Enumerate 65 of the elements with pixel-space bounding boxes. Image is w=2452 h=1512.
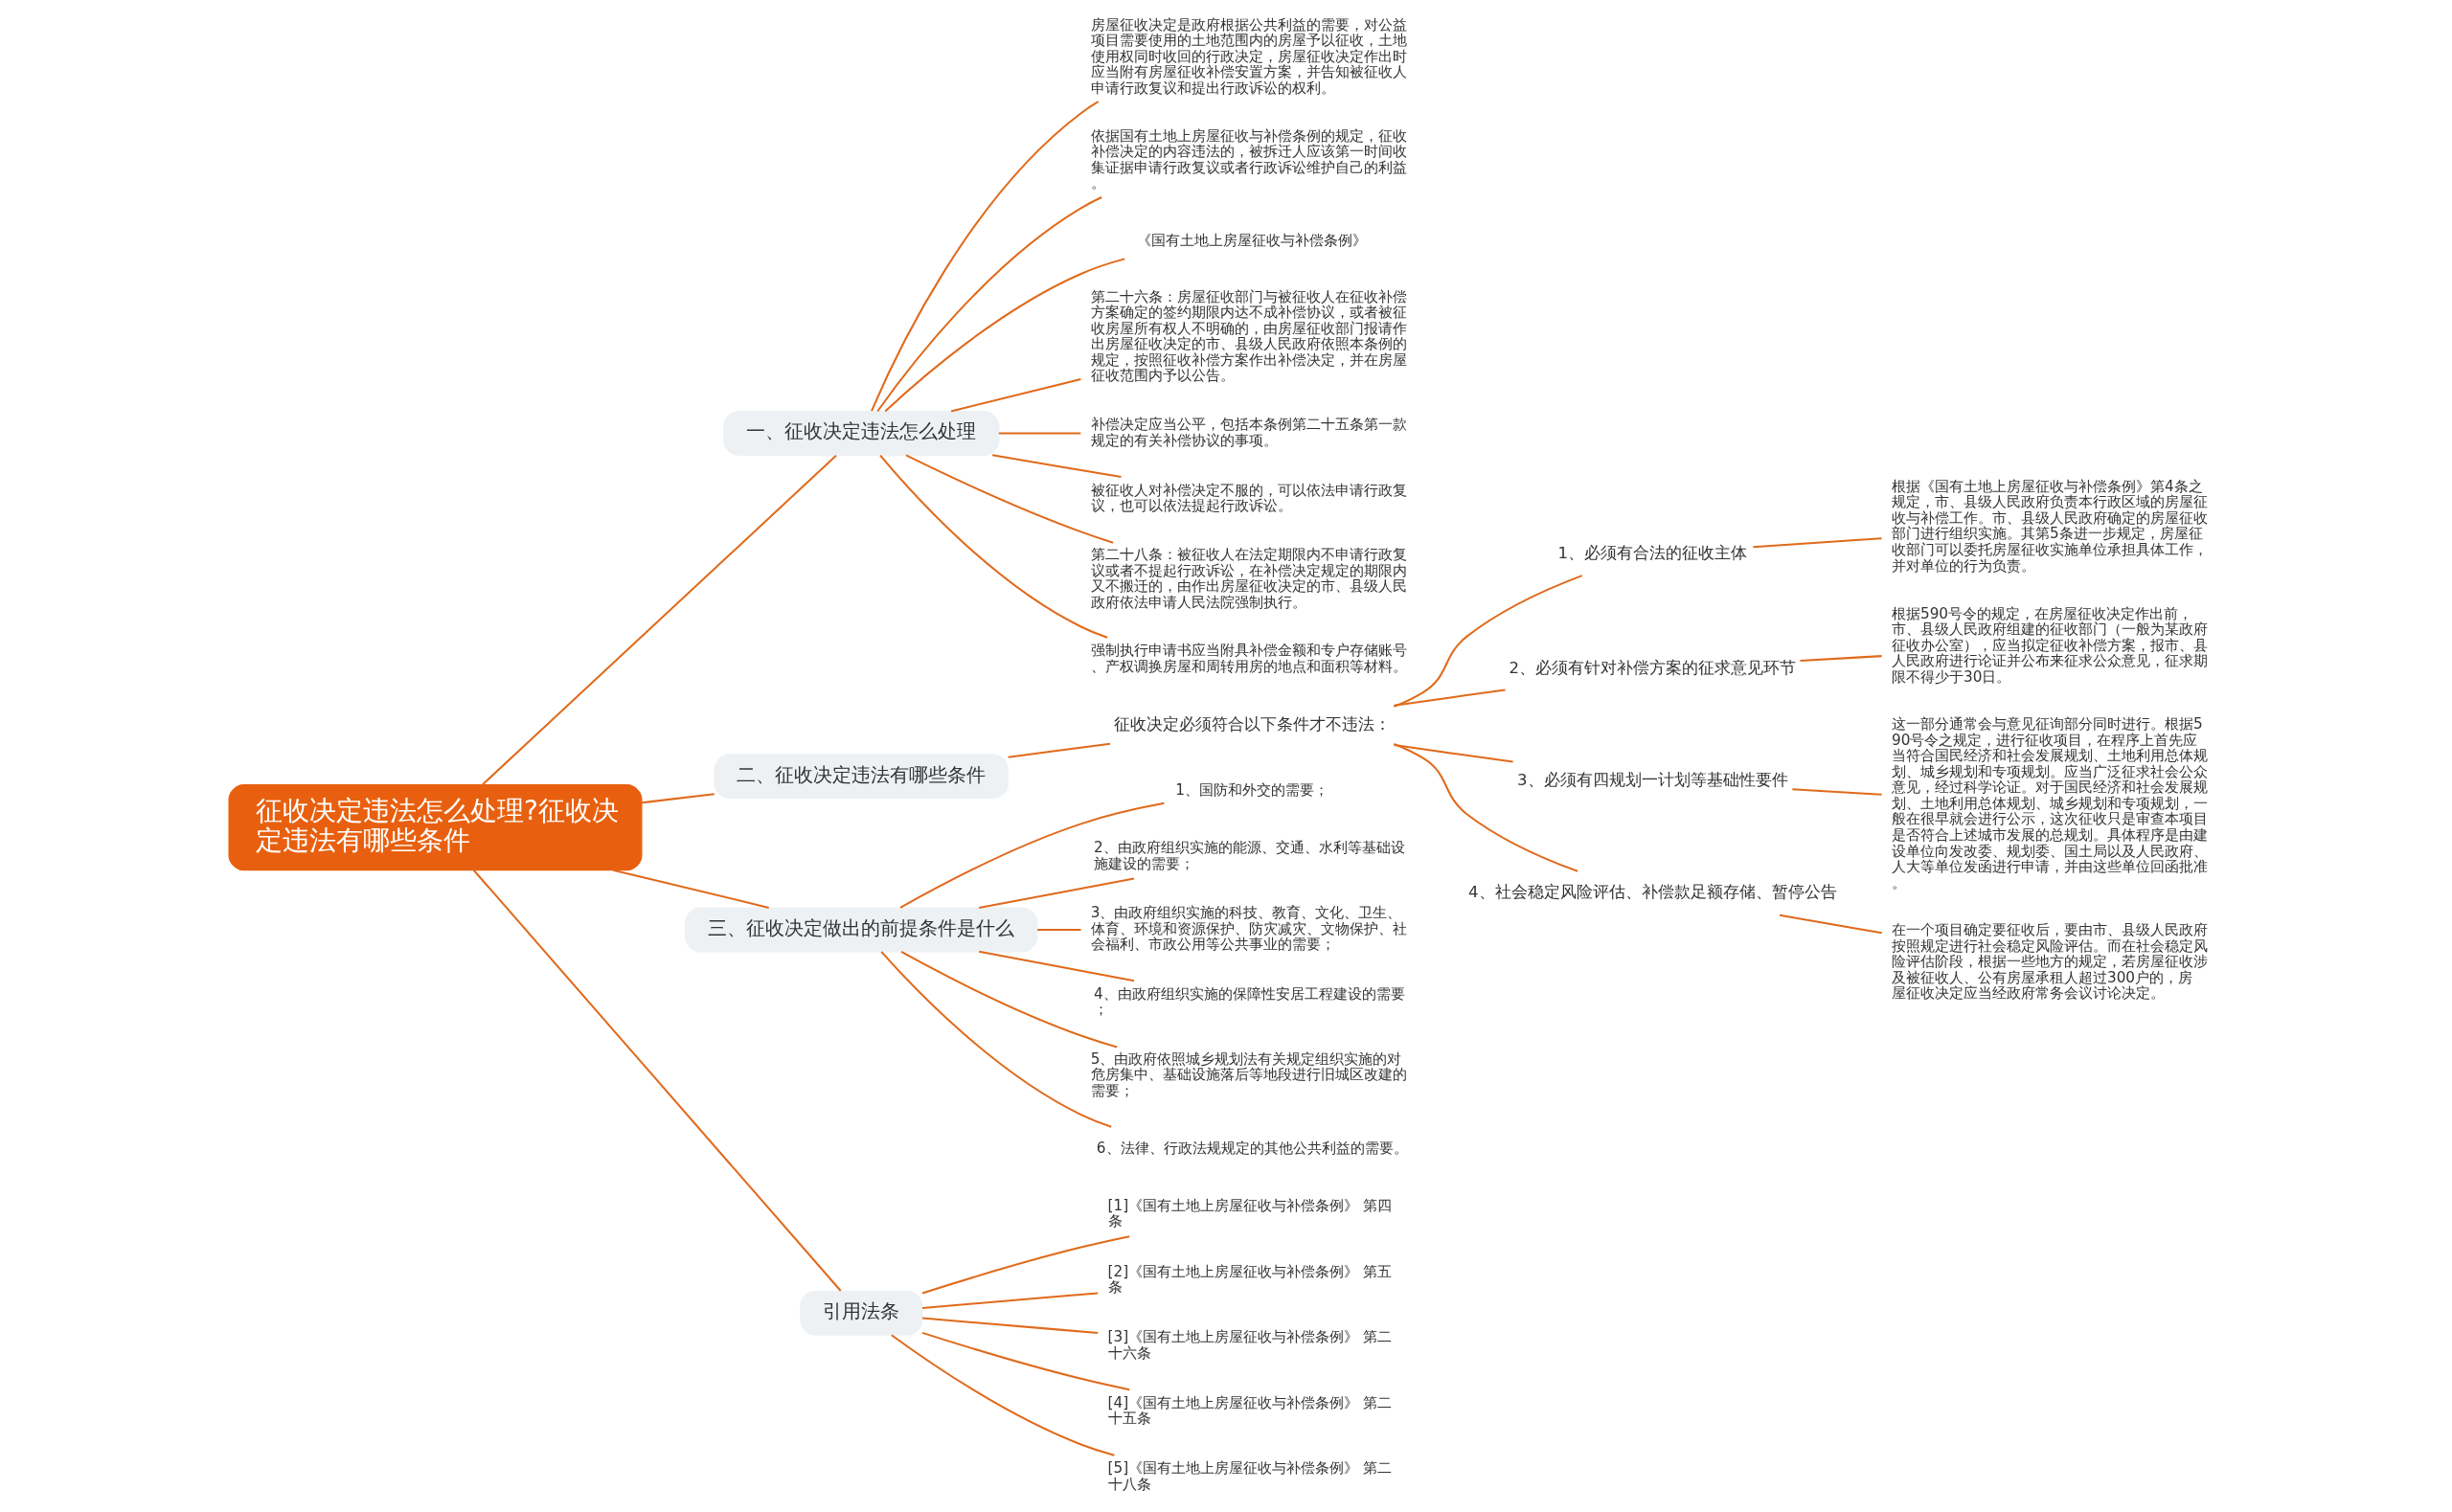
- connector: [921, 1331, 1129, 1391]
- node-text: 4、由政府组织实施的保障性安居工程建设的需要；: [1093, 984, 1405, 1019]
- node-box: 二、征收决定违法有哪些条件: [714, 754, 1009, 800]
- connector: [1752, 537, 1882, 549]
- connector: [1393, 575, 1582, 708]
- node-text: [1]《国有土地上房屋征收与补偿条例》 第四条: [1107, 1196, 1392, 1230]
- connector: [870, 101, 1099, 412]
- node-text: 4、社会稳定风险评估、补偿款足额存储、暂停公告: [1467, 883, 1837, 902]
- connector: [481, 454, 837, 786]
- node-text: 3、必须有四规划一计划等基础性要件: [1516, 771, 1788, 790]
- connector: [998, 432, 1080, 435]
- connector: [950, 378, 1081, 413]
- node-text: [4]《国有土地上房屋征收与补偿条例》 第二十五条: [1107, 1393, 1392, 1428]
- node-text: 1、必须有合法的征收主体: [1557, 543, 1747, 562]
- node-text: [5]《国有土地上房屋征收与补偿条例》 第二十八条: [1107, 1459, 1392, 1493]
- node-text: [3]《国有土地上房屋征收与补偿条例》 第二十六条: [1107, 1328, 1392, 1362]
- connector: [1008, 742, 1110, 758]
- node-text: 补偿决定应当公平，包括本条例第二十五条第一款规定的有关补偿协议的事项。: [1090, 416, 1407, 449]
- connector: [884, 258, 1124, 413]
- node-text: 征收决定必须符合以下条件才不违法：: [1113, 714, 1391, 733]
- connector: [905, 454, 1113, 544]
- node-text: [2]《国有土地上房屋征收与补偿条例》 第五条: [1107, 1262, 1392, 1297]
- connector: [879, 951, 1112, 1128]
- connector: [921, 1235, 1129, 1295]
- connector: [899, 801, 1165, 909]
- node-text: 根据590号令的规定，在房屋征收决定作出前，市、县级人民政府组建的征收部门（一般为某政府征收办公室），应当拟定征收补偿方案，报市、县人民政府进行论证并公布来征求公众意见，征求期限不得少于30日。: [1891, 604, 2208, 686]
- connector: [1393, 744, 1513, 763]
- node-box: 征收决定违法怎么处理?征收决定违法有哪些条件: [227, 784, 642, 871]
- node-box: 一、征收决定违法怎么处理: [722, 410, 999, 456]
- node-text: 2、必须有针对补偿方案的征求意见环节: [1509, 659, 1796, 678]
- node-text: 在一个项目确定要征收后，要由市、县级人民政府按照规定进行社会稳定风险评估。而在社会稳定风险评估阶段，根据一些地方的规定，若房屋征收涉及被征收人、公有房屋承租人超过300户的，房屋征收决定应当经政府常务会议讨论决定。: [1891, 921, 2208, 1003]
- node-text: 2、由政府组织实施的能源、交通、水利等基础设施建设的需要；: [1093, 839, 1405, 872]
- connector: [1791, 788, 1882, 796]
- connector: [612, 869, 769, 909]
- connector: [921, 1292, 1098, 1309]
- connector: [878, 454, 1107, 639]
- node-text: 这一部分通常会与意见征询部分同时进行。根据590号令之规定，进行征收项目，在程序上首先应当符合国民经济和社会发展规划、土地利用总体规划、城乡规划和专项规划。应当广泛征求社会公众意见，经过科学论证。对于国民经济和社会发展规划、土地利用总体规划、城乡规划和专项规划，一般在很早就会进行公示，这次征收只是审查本项目是否符合上述城市发展的总规划。具体程序是由建设单位向发改委、规划委、国土局以及人民政府、人大等单位发函进行申请，并由这些单位回函批准。: [1891, 715, 2208, 891]
- connector: [472, 869, 841, 1292]
- node-text: 根据《国有土地上房屋征收与补偿条例》第4条之规定，市、县级人民政府负责本行政区域的房屋征收与补偿工作。市、县级人民政府确定的房屋征收部门进行组织实施。其第5条进一步规定，房屋征收部门可以委托房屋征收实施单位承担具体工作，并对单位的行为负责。: [1891, 477, 2208, 575]
- connector: [900, 951, 1117, 1049]
- connector: [1779, 914, 1882, 935]
- connector: [991, 454, 1122, 479]
- connector: [1799, 655, 1882, 663]
- node-text: 房屋征收决定是政府根据公共利益的需要，对公益项目需要使用的土地范围内的房屋予以征收，土地使用权同时收回的行政决定，房屋征收决定作出时应当附有房屋征收补偿安置方案，并告知被征收人申请行政复议和提出行政诉讼的权利。: [1090, 15, 1407, 97]
- node-text: 被征收人对补偿决定不服的，可以依法申请行政复议，也可以依法提起行政诉讼。: [1090, 481, 1407, 515]
- connector: [1393, 743, 1578, 872]
- node-text: 1、国防和外交的需要；: [1174, 780, 1328, 799]
- connector: [1036, 928, 1081, 931]
- connector: [875, 196, 1102, 413]
- node-text: 强制执行申请书应当附具补偿金额和专户存储账号、产权调换房屋和周转用房的地点和面积等材料。: [1090, 642, 1407, 675]
- connector: [890, 1334, 1115, 1456]
- connector: [641, 793, 715, 804]
- node-text: 第二十八条：被征收人在法定期限内不申请行政复议或者不提起行政诉讼，在补偿决定规定的期限内又不搬迁的，由作出房屋征收决定的市、县级人民政府依法申请人民法院强制执行。: [1090, 546, 1407, 611]
- node-text: 6、法律、行政法规规定的其他公共利益的需要。: [1096, 1139, 1408, 1157]
- connector: [921, 1317, 1098, 1334]
- node-text: 第二十六条：房屋征收部门与被征收人在征收补偿方案确定的签约期限内达不成补偿协议，或者被征收房屋所有权人不明确的，由房屋征收部门报请作出房屋征收决定的市、县级人民政府依照本条例的规定，按照征收补偿方案作出补偿决定，并在房屋征收范围内予以公告。: [1090, 287, 1407, 385]
- node-text: 5、由政府依照城乡规划法有关规定组织实施的对危房集中、基础设施落后等地段进行旧城区改建的需要；: [1090, 1049, 1407, 1099]
- node-box: 引用法条: [799, 1290, 922, 1336]
- node-text: 依据国有土地上房屋征收与补偿条例的规定，征收补偿决定的内容违法的，被拆迁人应该第一时间收集证据申请行政复议或者行政诉讼维护自己的利益。: [1090, 126, 1407, 192]
- connector: [978, 950, 1134, 982]
- node-text: 3、由政府组织实施的科技、教育、文化、卫生、体育、环境和资源保护、防灾减灾、文物保护、社会福利、市政公用等公共事业的需要；: [1090, 904, 1407, 954]
- connector: [978, 877, 1134, 910]
- node-text: 《国有土地上房屋征收与补偿条例》: [1136, 231, 1367, 249]
- node-box: 三、征收决定做出的前提条件是什么: [684, 907, 1038, 953]
- connector: [1393, 688, 1506, 707]
